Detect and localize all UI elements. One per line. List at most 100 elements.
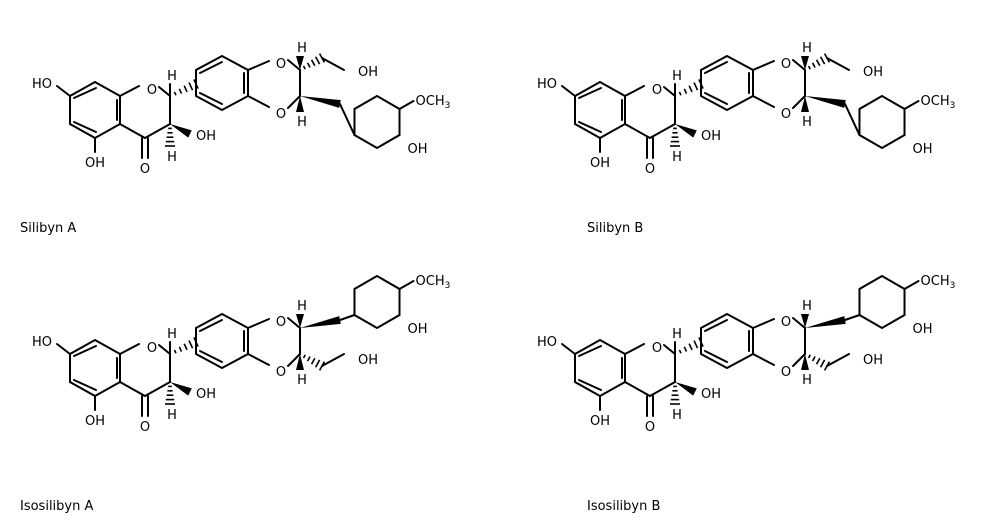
carbonyl-o-label: O [140, 420, 150, 435]
ch2oh-label: OH [358, 65, 378, 80]
h-d2-wedge [296, 96, 304, 112]
ho-7-label: HO [537, 77, 557, 92]
dioxane [287, 59, 301, 71]
dioxane [287, 353, 301, 367]
a-ring-double [578, 87, 602, 99]
h3-hash [165, 127, 175, 147]
och3-bond [398, 280, 415, 290]
h-d2-wedge [296, 354, 304, 370]
h-d2-label: H [802, 115, 812, 130]
b-ring-double [199, 61, 223, 74]
oh3-wedge [170, 124, 192, 138]
c-ring [624, 85, 645, 97]
dioxane [287, 317, 301, 329]
a-ring-double [73, 379, 97, 391]
h-d1-label: H [297, 299, 307, 314]
h-d1-label: H [802, 299, 812, 314]
dioxane [752, 95, 775, 108]
oh-3-label: OH [196, 129, 216, 144]
c-ring [649, 381, 676, 397]
b-ring-double [199, 92, 223, 105]
aryl-wedge [805, 96, 846, 108]
dioxane-o1-label: O [781, 57, 791, 72]
ch2oh-bond [321, 57, 345, 71]
oh-5-label: OH [590, 156, 610, 171]
h-d1-wedge [296, 56, 304, 70]
dioxane [287, 95, 301, 109]
och3-label: OCH3 [921, 274, 956, 291]
ho-bond [56, 85, 71, 97]
ho-7-label: HO [32, 77, 52, 92]
oh3-wedge [675, 382, 697, 396]
ch2oh-label: OH [863, 353, 883, 368]
b-ring-double [199, 319, 223, 332]
dioxane [752, 60, 775, 71]
h3-hash [165, 385, 175, 405]
ho-7-label: HO [537, 335, 557, 350]
h-d1-wedge [801, 56, 809, 70]
h-3-label: H [672, 150, 682, 165]
dioxane [792, 353, 806, 367]
dioxane [752, 353, 775, 366]
a-ring-double [578, 379, 602, 391]
dioxane [792, 317, 806, 329]
c-ring-o-label: O [652, 83, 662, 98]
dioxane-o2-label: O [781, 365, 791, 380]
h-d2-wedge [801, 96, 809, 112]
a-ring-double [73, 121, 97, 133]
ho-7-label: HO [32, 335, 52, 350]
c-ring-o-label: O [147, 341, 157, 356]
dioxane [247, 353, 270, 366]
och3-bond [398, 100, 415, 110]
c-ring [119, 85, 140, 97]
ho-bond [56, 343, 71, 355]
aryl-link [339, 314, 356, 321]
aryl-link [844, 103, 861, 136]
och3-label: OCH3 [416, 274, 451, 291]
ch2oh-bond [826, 353, 850, 367]
b-ring-double [704, 350, 728, 363]
dioxane [247, 318, 270, 329]
c-ring [663, 86, 676, 97]
h-d1-label: H [802, 41, 812, 56]
dioxane [792, 95, 806, 109]
aryl-link [844, 314, 861, 321]
h-2-label: H [167, 69, 177, 84]
h-d2-wedge [801, 354, 809, 370]
och3-bond [903, 280, 920, 290]
c-ring [119, 343, 140, 355]
c-ring [624, 123, 651, 139]
c-ring [624, 381, 651, 397]
oh-3-label: OH [701, 387, 721, 402]
b-ring-double [199, 350, 223, 363]
oh-5-label: OH [85, 156, 105, 171]
c-ring [119, 381, 146, 397]
h-d1-wedge [801, 314, 809, 328]
c-ring [624, 343, 645, 355]
carbonyl-o-label: O [645, 420, 655, 435]
ho-bond [561, 85, 576, 97]
aryl-oh-label: OH [913, 322, 933, 337]
h-d2-label: H [297, 115, 307, 130]
oh-5-label: OH [85, 414, 105, 429]
a-ring-double [578, 345, 602, 357]
oh-3-label: OH [701, 129, 721, 144]
och3-label: OCH3 [416, 94, 451, 111]
aryl-wedge [805, 316, 846, 328]
aryl-oh-label: OH [913, 142, 933, 157]
isosilibyn-a-label: Isosilibyn A [20, 499, 93, 514]
h3-hash [670, 385, 680, 405]
ho-bond [561, 343, 576, 355]
h-d1-label: H [297, 41, 307, 56]
silibyn-b-label: Silibyn B [587, 221, 643, 236]
h-d2-label: H [297, 373, 307, 388]
aryl-wedge [300, 316, 341, 328]
dioxane [247, 95, 270, 108]
